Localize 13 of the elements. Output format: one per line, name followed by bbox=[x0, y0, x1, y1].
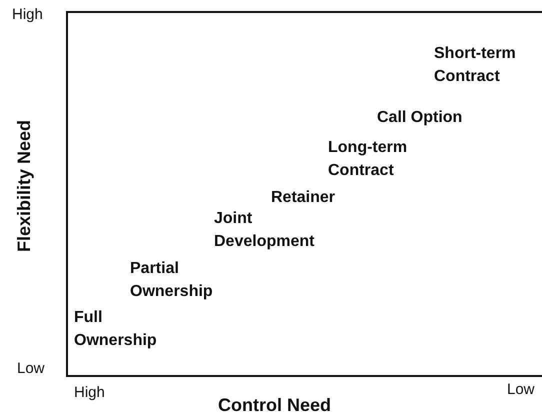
option-label: Short-term Contract bbox=[434, 44, 517, 87]
option-label: Full Ownership bbox=[74, 308, 158, 351]
axis-title: Control Need bbox=[218, 395, 332, 416]
option-label: Joint Development bbox=[214, 209, 316, 252]
axis-tick-label: High bbox=[74, 384, 105, 402]
option-label: Call Option bbox=[377, 108, 462, 128]
axis-tick-label: Low bbox=[17, 360, 45, 378]
axis-title: Flexibility Need bbox=[14, 120, 35, 252]
axis-tick-label: Low bbox=[507, 381, 535, 398]
option-label: Retainer bbox=[271, 188, 336, 208]
option-label: Long-term Contract bbox=[328, 138, 408, 181]
axis-tick-label: High bbox=[12, 6, 43, 24]
option-label: Partial Ownership bbox=[130, 259, 214, 302]
